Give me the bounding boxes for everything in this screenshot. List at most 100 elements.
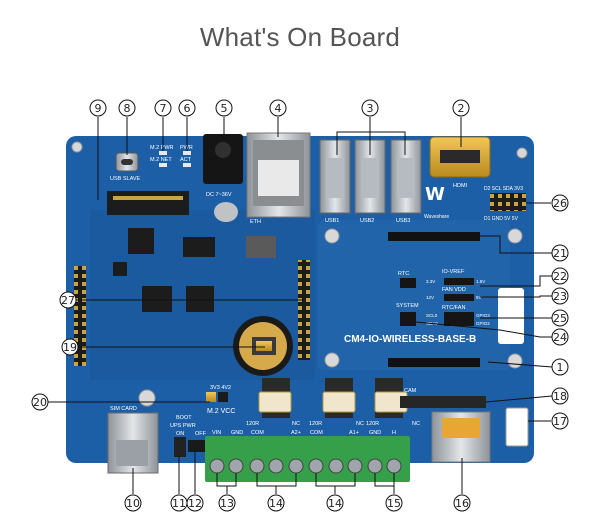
m2-slot [107,191,189,215]
svg-text:17: 17 [553,415,567,428]
svg-text:22: 22 [553,270,567,283]
callout-9: 9 [89,99,107,117]
svg-text:13: 13 [220,497,234,510]
terminal-a2-label: A2+ [291,430,301,436]
v12-label: 12V [426,295,434,300]
terminal-gnd1-label: GND [231,430,243,436]
svg-text:12: 12 [188,497,202,510]
svg-text:11: 11 [172,497,186,510]
sim-card-label: SIM CARD [110,406,137,412]
usb-slave-label: USB SLAVE [110,176,140,182]
svg-text:9: 9 [95,102,102,115]
callout-18: 18 [551,387,569,405]
callout-15: 15 [385,494,403,512]
svg-text:15: 15 [387,497,401,510]
nc-3-label: NC [412,421,420,427]
svg-text:18: 18 [553,390,567,403]
svg-text:8: 8 [124,102,131,115]
v18-label: 1.8V [476,279,485,284]
connector-17 [505,407,529,447]
callout-8: 8 [118,99,136,117]
fan-connector [498,288,524,344]
svg-text:20: 20 [33,396,47,409]
svg-text:19: 19 [63,341,77,354]
callout-23: 23 [551,287,569,305]
relays [258,391,408,413]
callout-11: 11 [170,494,188,512]
callout-24: 24 [551,328,569,346]
callout-4: 4 [269,99,287,117]
fan-vdd-label: FAN VDD [442,287,466,293]
ethernet-port [246,132,311,218]
tf-card-label: TF CARD [436,466,460,472]
svg-text:6: 6 [184,102,191,115]
boot-label: BOOT [176,415,192,421]
header-bottom-label: D1 GND 5V 5V [484,216,519,222]
svg-text:2: 2 [458,102,465,115]
usb1-label: USB1 [325,218,339,224]
svg-text:25: 25 [553,312,567,325]
hdmi-port [429,136,491,178]
terminal-gnd2-label: GND [369,430,381,436]
m2-net-label: M.2 NET [150,157,172,163]
dc-jack [203,134,243,184]
gpio-header-right [298,260,310,360]
callout-10: 10 [124,494,142,512]
gpio3-label: GPIO3 [476,313,490,318]
callout-6: 6 [178,99,196,117]
eth-label: ETH [250,219,261,225]
callout-16: 16 [453,494,471,512]
terminal-blocks [205,436,410,482]
callout-26: 26 [551,194,569,212]
nc-2-label: NC [356,421,364,427]
camera-connector [400,396,486,408]
svg-text:7: 7 [160,102,167,115]
callout-17: 17 [551,412,569,430]
io-vref-label: IO-VREF [442,269,465,275]
callout-leaders [48,117,553,494]
tf-card-slot [431,411,491,463]
rtc-label: RTC [398,271,409,277]
callout-21: 21 [551,244,569,262]
usb3-label: USB3 [396,218,410,224]
act-label: ACT [180,157,192,163]
gpio2-label: GPIO2 [476,321,490,326]
terminal-com1-label: COM [251,430,264,436]
svg-text:21: 21 [553,247,567,260]
resistor-a-label: 120R [246,421,259,427]
hdmi-label: HDMI [453,183,468,189]
svg-text:14: 14 [269,497,283,510]
brand-label: Waveshare [424,214,449,220]
callout-14b: 14 [326,494,344,512]
callout-1: 1 [551,358,569,376]
ups-power-switch [188,440,206,452]
callout-13: 13 [218,494,236,512]
resistor-b-label: 120R [309,421,322,427]
callout-25: 25 [551,309,569,327]
board-name: CM4-IO-WIRELESS-BASE-B [344,334,476,345]
svg-text:23: 23 [553,290,567,303]
system-label: SYSTEM [396,303,419,309]
callout-20: 20 [31,393,49,411]
config-jumpers [400,278,474,326]
gpio-header-left [74,266,86,366]
svg-text:27: 27 [61,294,75,307]
waveshare-logo-mark: W [425,184,445,205]
callout-2: 2 [452,99,470,117]
header-top-label: D2 SCL SDA 3V3 [484,186,523,192]
svg-text:26: 26 [553,197,567,210]
terminal-com2-label: COM [310,430,323,436]
sim-card-slot [107,412,159,474]
svg-text:10: 10 [126,497,140,510]
rtc-fan-label: RTC/FAN [442,305,465,311]
callout-14a: 14 [267,494,285,512]
rtc-battery [233,316,293,376]
callout-12: 12 [186,494,204,512]
terminal-h-label: H [392,430,396,436]
v33-label: 3.3V [426,279,435,284]
terminal-vin-label: VIN [212,430,221,436]
ups-pwr-label: UPS PWR [170,423,196,429]
cm4-connector-bottom [388,358,480,367]
callout-22: 22 [551,267,569,285]
